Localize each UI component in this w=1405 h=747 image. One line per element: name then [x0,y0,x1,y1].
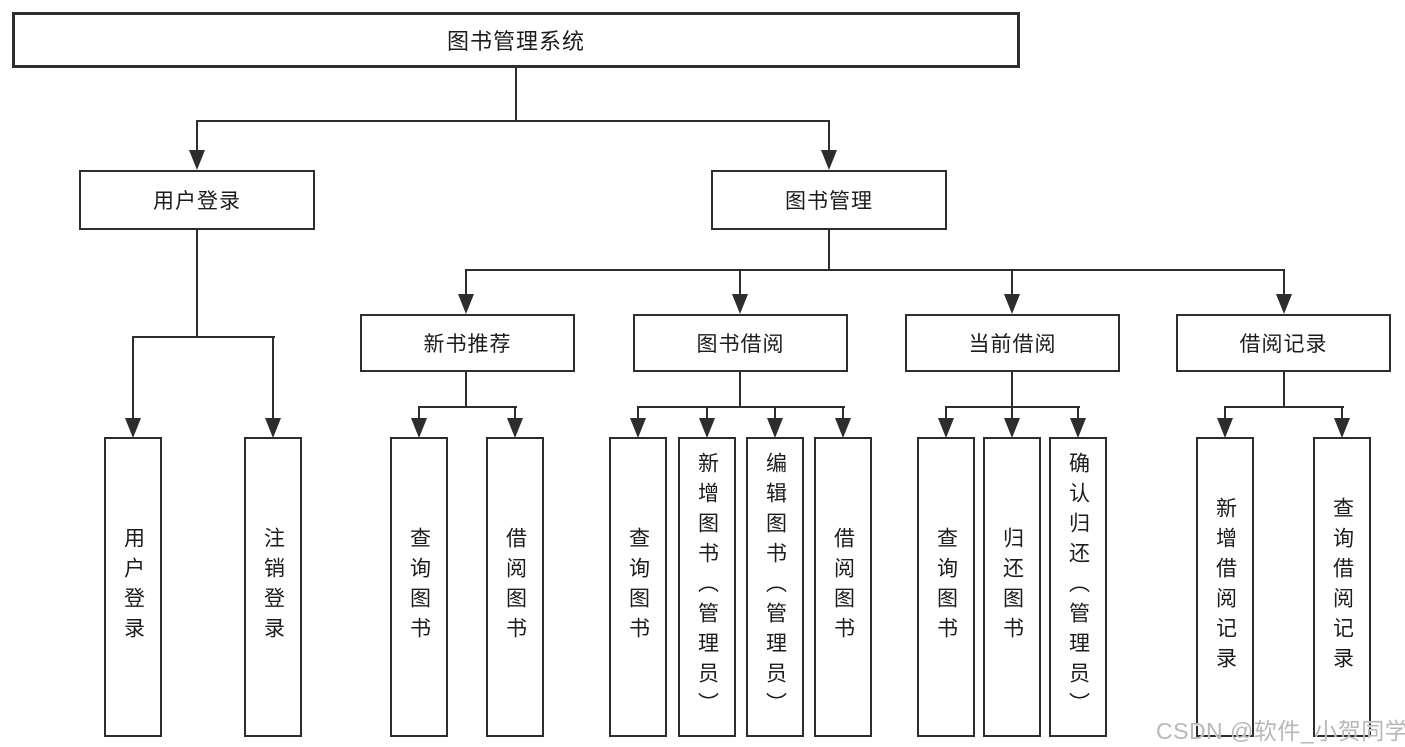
arrowhead-down-icon [1217,418,1233,438]
arrowhead-down-icon [125,418,141,438]
leaf-newbook-borrow-books: 借阅图书 [486,437,544,737]
leaf-user-login-label: 用户登录 [121,527,145,647]
leaf-logout: 注销登录 [244,437,302,737]
connector-root-stem [515,68,517,122]
leaf-borrow-books: 借阅图书 [814,437,872,737]
leaf-logout-label: 注销登录 [261,527,285,647]
connector-user-login-split [132,336,275,338]
connector-leaf-stem [1341,406,1343,420]
leaf-query-borrow-record-label: 查询借阅记录 [1330,497,1354,677]
leaf-add-books-admin: 新增图书（管理员） [678,437,736,737]
connector-to-book-borrow [739,269,741,296]
connector-leaf-stem [637,406,639,420]
leaf-current-query-books: 查询图书 [917,437,975,737]
connector-leaf-stem [706,406,708,420]
connector-leaf-stem [1077,406,1079,420]
node-library-system: 图书管理系统 [12,12,1020,68]
leaf-current-query-books-label: 查询图书 [934,527,958,647]
leaf-add-borrow-record-label: 新增借阅记录 [1213,497,1237,677]
connector-leaf-stem [1011,406,1013,420]
arrowhead-down-icon [1004,418,1020,438]
arrowhead-down-icon [699,418,715,438]
node-user-login: 用户登录 [79,170,315,230]
arrowhead-down-icon [767,418,783,438]
leaf-add-borrow-record: 新增借阅记录 [1196,437,1254,737]
arrowhead-down-icon [1004,294,1020,314]
arrowhead-down-icon [1070,418,1086,438]
node-borrowing-records-label: 借阅记录 [1239,333,1328,356]
node-book-borrowing-label: 图书借阅 [696,333,785,356]
arrowhead-down-icon [507,418,523,438]
leaf-query-borrow-record: 查询借阅记录 [1313,437,1371,737]
connector-new-book-stem [465,372,467,408]
node-new-book-recommend: 新书推荐 [360,314,575,372]
node-book-management-label: 图书管理 [785,190,873,213]
connector-leaf-stem [418,406,420,420]
leaf-edit-books-admin: 编辑图书（管理员） [746,437,804,737]
node-new-book-recommend-label: 新书推荐 [423,333,512,356]
connector-borrow-records-stem [1283,372,1285,408]
arrowhead-down-icon [189,150,205,170]
connector-to-book-management [828,120,830,152]
arrowhead-down-icon [938,418,954,438]
leaf-borrow-query-books: 查询图书 [609,437,667,737]
connector-leaf-stem [1224,406,1226,420]
leaf-newbook-query-books-label: 查询图书 [407,527,431,647]
leaf-return-books-label: 归还图书 [1000,527,1024,647]
leaf-edit-books-admin-label: 编辑图书（管理员） [763,452,787,722]
node-book-borrowing: 图书借阅 [633,314,848,372]
connector-to-borrow-records [1283,269,1285,296]
connector-level3-split [466,269,1285,271]
node-current-borrowing: 当前借阅 [905,314,1120,372]
connector-borrow-records-split [1224,406,1344,408]
connector-to-user-login [196,120,198,152]
leaf-newbook-borrow-books-label: 借阅图书 [503,527,527,647]
leaf-confirm-return-admin: 确认归还（管理员） [1049,437,1107,737]
arrowhead-down-icon [835,418,851,438]
leaf-add-books-admin-label: 新增图书（管理员） [695,452,719,722]
arrowhead-down-icon [821,150,837,170]
connector-book-borrow-stem [739,372,741,408]
leaf-return-books: 归还图书 [983,437,1041,737]
connector-book-borrow-split [637,406,845,408]
connector-leaf-stem [945,406,947,420]
arrowhead-down-icon [265,418,281,438]
connector-current-borrow-stem [1011,372,1013,408]
connector-to-leaf-logout [272,336,274,420]
arrowhead-down-icon [458,294,474,314]
connector-leaf-stem [774,406,776,420]
connector-level1-split [196,120,830,122]
node-book-management: 图书管理 [711,170,947,230]
leaf-borrow-query-books-label: 查询图书 [626,527,650,647]
connector-to-new-book [465,269,467,296]
csdn-watermark: CSDN @软件_小贺同学 [1156,718,1405,744]
connector-user-login-stem [196,230,198,338]
connector-new-book-split [418,406,517,408]
connector-to-leaf-user-login [132,336,134,420]
leaf-user-login: 用户登录 [104,437,162,737]
arrowhead-down-icon [411,418,427,438]
leaf-newbook-query-books: 查询图书 [390,437,448,737]
node-borrowing-records: 借阅记录 [1176,314,1391,372]
arrowhead-down-icon [1334,418,1350,438]
arrowhead-down-icon [630,418,646,438]
node-user-login-label: 用户登录 [153,190,241,213]
leaf-confirm-return-admin-label: 确认归还（管理员） [1066,452,1090,722]
connector-leaf-stem [514,406,516,420]
arrowhead-down-icon [1276,294,1292,314]
leaf-borrow-books-label: 借阅图书 [831,527,855,647]
node-library-system-label: 图书管理系统 [446,29,585,54]
connector-to-current-borrow [1011,269,1013,296]
arrowhead-down-icon [732,294,748,314]
node-current-borrowing-label: 当前借阅 [968,333,1057,356]
connector-leaf-stem [842,406,844,420]
connector-book-management-stem [828,230,830,271]
